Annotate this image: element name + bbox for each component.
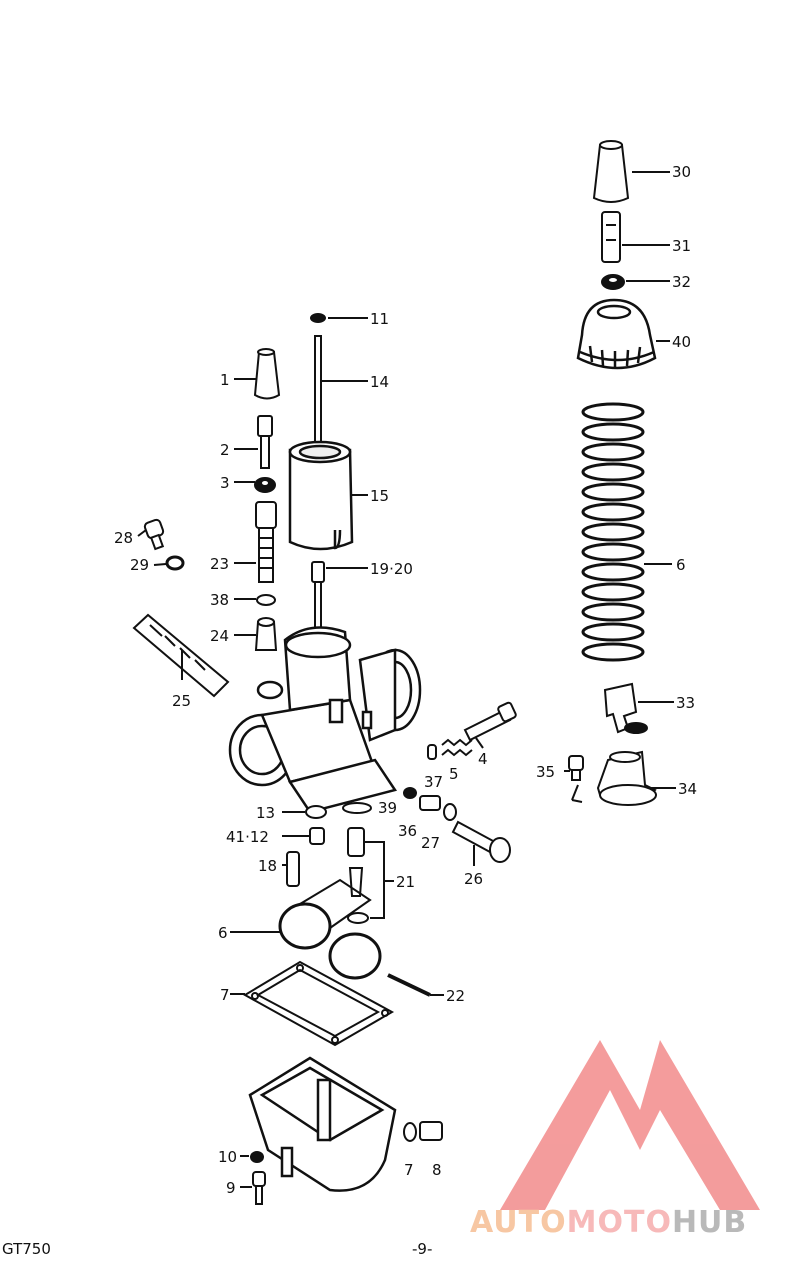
part-9-screw [252, 1171, 266, 1205]
part-3-nut [254, 477, 276, 493]
part-38-washer [256, 594, 276, 606]
watermark-part-1: AUTO [470, 1205, 567, 1240]
label-32: 32 [672, 273, 691, 291]
part-6-floats [278, 878, 382, 980]
label-11: 11 [370, 310, 389, 328]
part-27-spring [419, 795, 457, 821]
label-5: 5 [449, 765, 459, 783]
label-13: 13 [256, 804, 275, 822]
part-5-spring [441, 738, 473, 757]
part-41-12-jet [309, 827, 325, 845]
label-23: 23 [210, 555, 229, 573]
label-39: 39 [378, 799, 397, 817]
label-22: 22 [446, 987, 465, 1005]
label-4: 4 [478, 750, 488, 768]
label-15: 15 [370, 487, 389, 505]
part-10-washer [250, 1151, 264, 1163]
leader-lines [137, 171, 676, 1188]
part-33-clip [603, 682, 648, 734]
part-1-cap [253, 348, 281, 400]
label-28: 28 [114, 529, 133, 547]
part-34-holder [596, 750, 657, 806]
part-18-jet [286, 851, 300, 887]
label-9: 9 [226, 1179, 236, 1197]
part-15-slide [288, 440, 354, 551]
part-39-oring [342, 802, 372, 814]
part-14-needle [314, 335, 322, 455]
label-21: 21 [396, 873, 415, 891]
label-8: 8 [432, 1161, 442, 1179]
footer-model: GT750 [2, 1240, 51, 1258]
label-38: 38 [210, 591, 229, 609]
label-29: 29 [130, 556, 149, 574]
label-6: 6 [676, 556, 686, 574]
part-35-screw [568, 755, 584, 803]
label-37: 37 [424, 773, 443, 791]
footer-page-number: -9- [412, 1240, 433, 1258]
label-41-12: 41·12 [226, 828, 269, 846]
label-33: 33 [676, 694, 695, 712]
part-30-cap [592, 140, 630, 203]
label-40: 40 [672, 333, 691, 351]
label-36: 36 [398, 822, 417, 840]
label-14: 14 [370, 373, 389, 391]
label-2: 2 [220, 441, 230, 459]
label-30: 30 [672, 163, 691, 181]
part-7-gasket [243, 960, 395, 1047]
part-26-pilot-screw [451, 820, 511, 863]
part-36-washer [403, 787, 417, 799]
label-3: 3 [220, 474, 230, 492]
watermark-part-3: HUB [671, 1205, 748, 1240]
part-2-adjuster [257, 415, 273, 469]
part-22-float-pin [387, 973, 431, 997]
part-21-float-valve [347, 827, 385, 924]
label-25: 25 [172, 692, 191, 710]
part-40-top-cap [576, 298, 657, 370]
label-18: 18 [258, 857, 277, 875]
label-7a: 7 [220, 986, 230, 1004]
part-31-adjuster [601, 211, 621, 263]
label-26: 26 [464, 870, 483, 888]
part-32-nut [601, 274, 625, 290]
part-28-screw [143, 518, 165, 551]
label-7b: 7 [404, 1161, 414, 1179]
part-7-drain-washer [403, 1122, 417, 1142]
part-6-spring [581, 402, 645, 662]
label-6b: 6 [218, 924, 228, 942]
part-23-starter-plunger [255, 501, 277, 583]
label-1: 1 [220, 371, 230, 389]
part-4-throttle-stop-screw [463, 701, 517, 742]
part-11-clip [310, 313, 326, 323]
part-24-plunger [254, 617, 278, 651]
carburetor-body [228, 626, 422, 814]
watermark-part-2: MOTO [566, 1205, 672, 1240]
label-24: 24 [210, 627, 229, 645]
float-bowl [248, 1056, 397, 1192]
automotohub-watermark: AUTOMOTOHUB [470, 1205, 747, 1240]
label-27: 27 [421, 834, 440, 852]
label-10: 10 [218, 1148, 237, 1166]
part-13-washer [305, 805, 327, 819]
label-34: 34 [678, 780, 697, 798]
part-8-drain-plug [419, 1121, 443, 1141]
part-37-spring [427, 744, 437, 760]
label-31: 31 [672, 237, 691, 255]
part-29-washer [165, 555, 185, 571]
label-35: 35 [536, 763, 555, 781]
automotohub-logo-icon [500, 1040, 760, 1210]
label-19-20: 19·20 [370, 560, 413, 578]
